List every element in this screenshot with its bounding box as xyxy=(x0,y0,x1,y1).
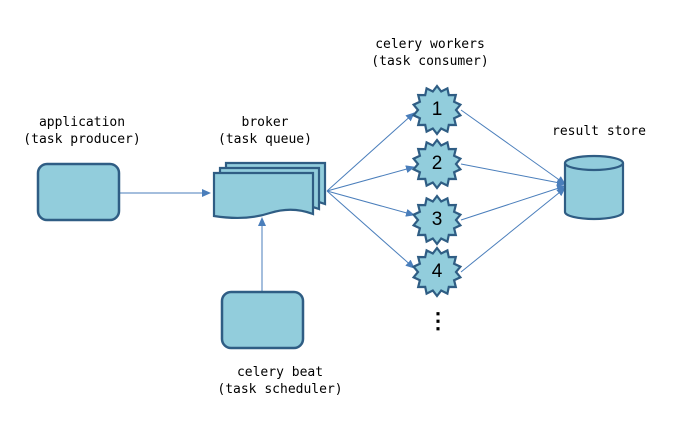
connectors xyxy=(119,109,566,292)
result-store-cylinder-body xyxy=(563,163,625,221)
arrow-broker-to-worker-3 xyxy=(326,190,415,217)
broker-queue-sheet-front xyxy=(212,171,315,220)
broker-role: (task queue) xyxy=(218,132,312,147)
result-store-cylinder xyxy=(563,154,625,221)
arrow-broker-to-worker-1 xyxy=(326,112,415,192)
application-title: application xyxy=(38,115,126,130)
worker-nodes xyxy=(411,84,463,298)
arrow-worker-2-to-result-store xyxy=(460,163,566,187)
result-store-title: result store xyxy=(552,124,646,139)
worker-3-starburst xyxy=(411,194,463,246)
arrow-worker-1-to-result-store xyxy=(460,109,566,185)
celery-beat-role: (task scheduler) xyxy=(217,382,343,397)
arrow-broker-to-worker-4 xyxy=(326,190,415,269)
arrow-broker-to-worker-2 xyxy=(326,165,415,192)
result-store-cylinder-top xyxy=(563,154,625,172)
workers-title: celery workers xyxy=(375,37,485,52)
broker-label: broker (task queue) xyxy=(200,114,330,148)
broker-title: broker xyxy=(241,115,289,130)
worker-2-number: 2 xyxy=(431,153,443,174)
celery-beat-title: celery beat xyxy=(236,365,324,380)
worker-4-starburst xyxy=(411,246,463,298)
broker-queue-icon xyxy=(212,161,327,220)
result-store-label: result store xyxy=(537,123,661,140)
worker-1-number: 1 xyxy=(431,99,443,120)
celery-beat-label: celery beat (task scheduler) xyxy=(200,364,360,398)
celery-beat-box xyxy=(220,290,305,350)
worker-4-number: 4 xyxy=(431,261,443,282)
worker-1-starburst xyxy=(411,84,463,136)
workers-label: celery workers (task consumer) xyxy=(355,36,505,70)
application-box xyxy=(36,162,121,222)
worker-3-number: 3 xyxy=(431,209,443,230)
arrow-worker-3-to-result-store xyxy=(460,184,566,221)
arrow-worker-4-to-result-store xyxy=(460,187,566,273)
more-workers-ellipsis: ⋮ xyxy=(427,308,449,333)
workers-role: (task consumer) xyxy=(371,54,489,69)
application-role: (task producer) xyxy=(23,132,141,147)
worker-2-starburst xyxy=(411,138,463,190)
application-label: application (task producer) xyxy=(14,114,150,148)
